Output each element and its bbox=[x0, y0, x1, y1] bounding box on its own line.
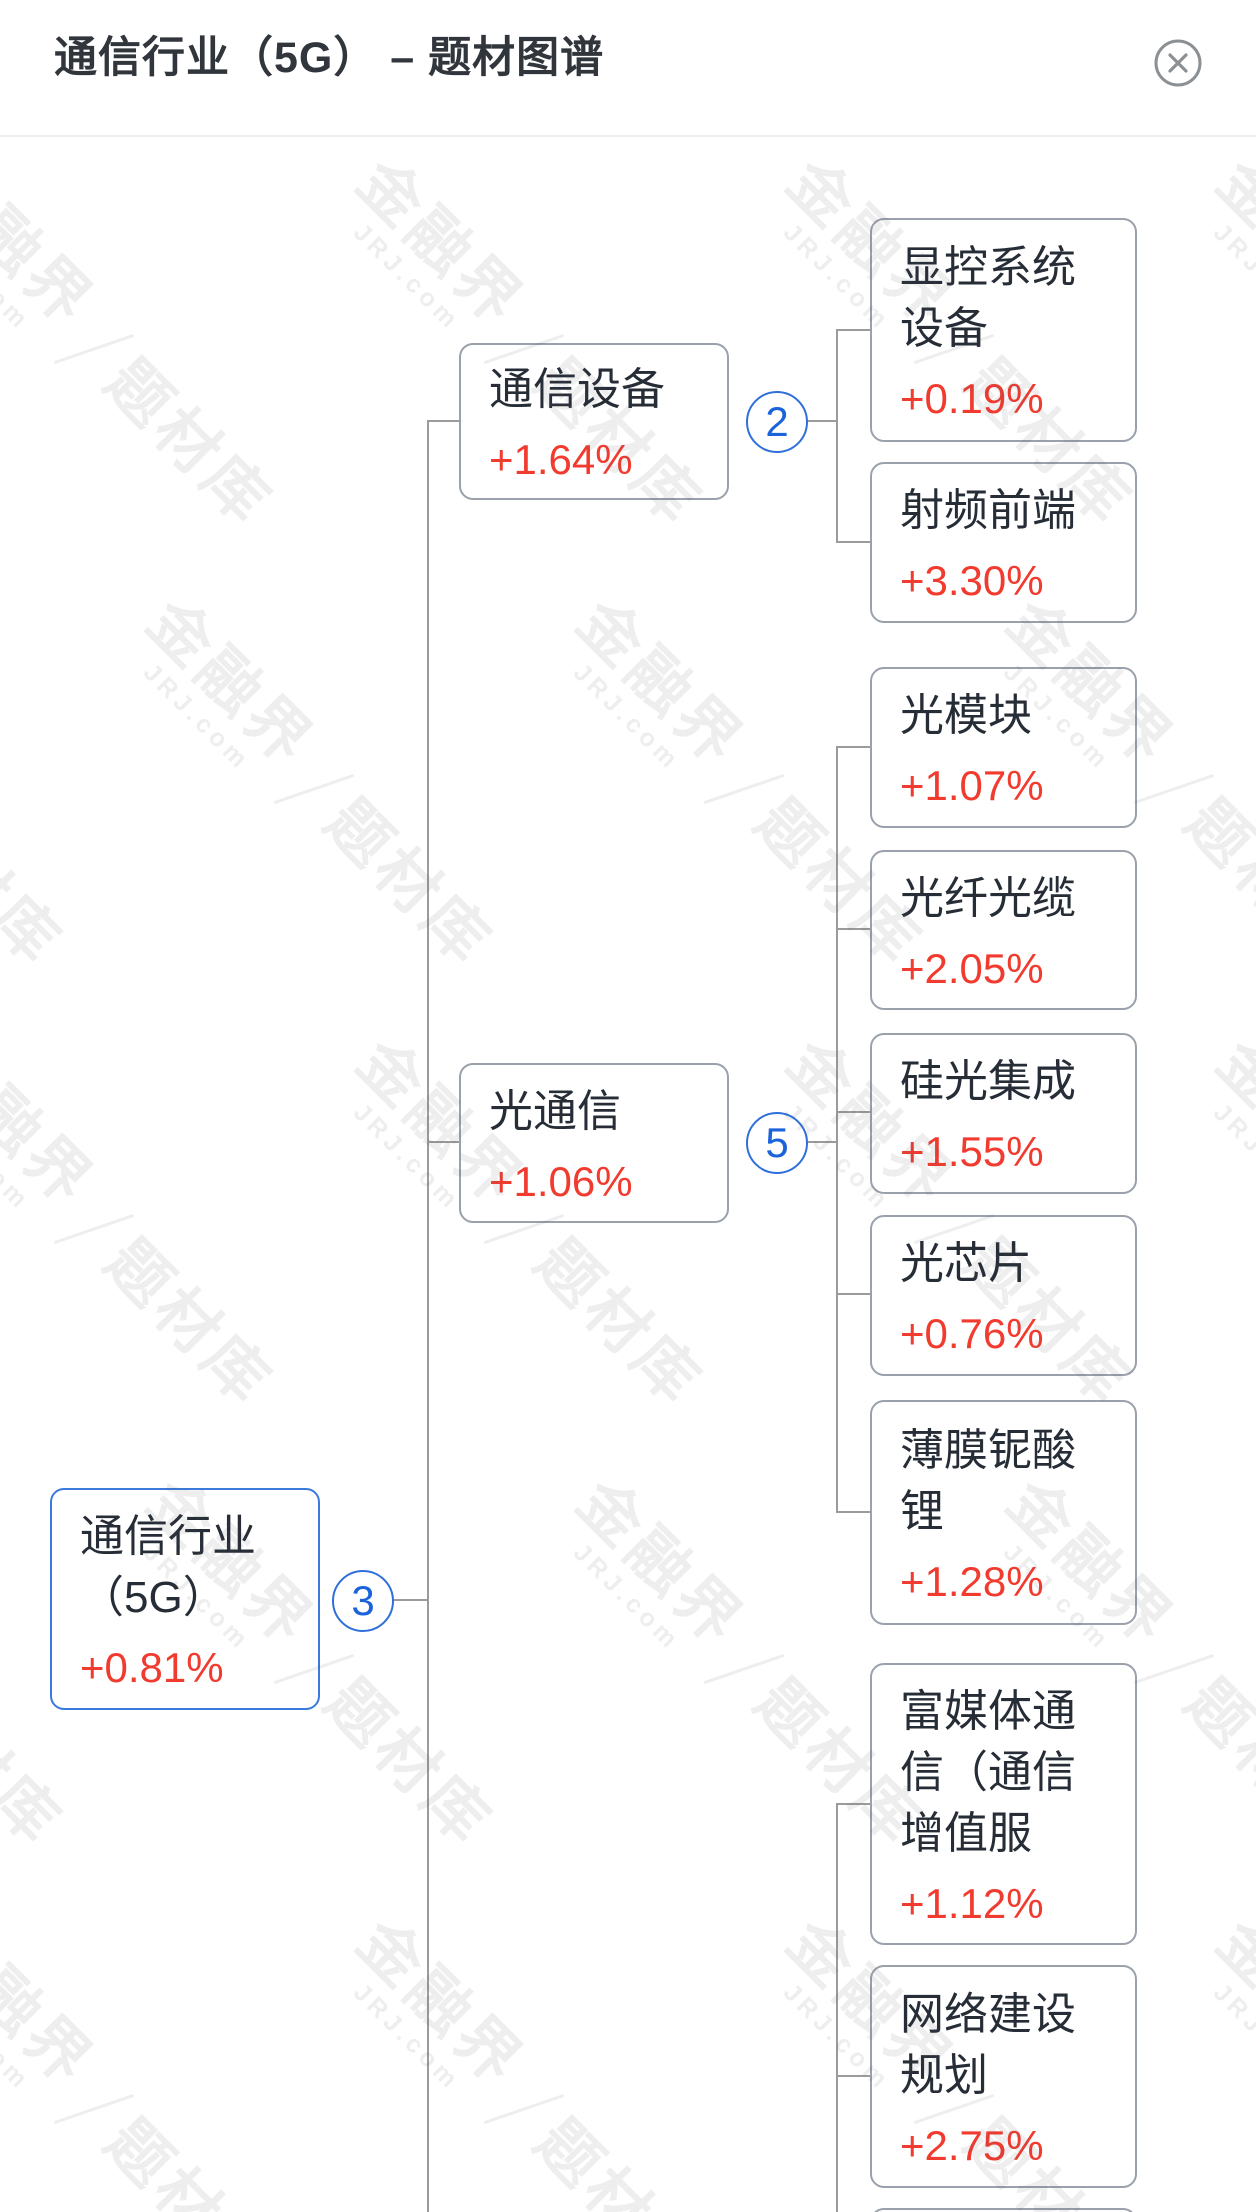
node-leaf-optical-chip[interactable]: 光芯片 +0.76% bbox=[870, 1215, 1137, 1376]
node-leaf-rf-frontend[interactable]: 射频前端 +3.30% bbox=[870, 462, 1137, 623]
node-name: 网络建设规划 bbox=[900, 1989, 1076, 2100]
node-branch-optical-comm[interactable]: 光通信 +1.06% bbox=[459, 1063, 729, 1223]
connector-line bbox=[836, 1111, 870, 1113]
node-change: +1.06% bbox=[489, 1157, 633, 1205]
connector-line bbox=[836, 1803, 870, 1805]
connector-line bbox=[836, 329, 870, 331]
node-change: +1.28% bbox=[900, 1557, 1044, 1605]
child-count-badge: 3 bbox=[332, 1570, 394, 1632]
node-leaf-network-construction[interactable]: 网络建设规划 +2.75% bbox=[870, 1965, 1137, 2188]
node-change: +3.30% bbox=[900, 557, 1044, 604]
node-name: 射频前端 bbox=[900, 486, 1076, 535]
connector-line bbox=[836, 928, 870, 930]
node-name: 薄膜铌酸锂 bbox=[900, 1425, 1076, 1536]
connector-line bbox=[836, 541, 870, 543]
node-change: +1.55% bbox=[900, 1128, 1044, 1175]
node-change: +0.76% bbox=[900, 1310, 1044, 1357]
node-name: 硅光集成 bbox=[900, 1057, 1076, 1106]
connector-line bbox=[427, 420, 461, 422]
node-leaf-optical-module[interactable]: 光模块 +1.07% bbox=[870, 667, 1137, 828]
node-leaf-fiber-cable[interactable]: 光纤光缆 +2.05% bbox=[870, 850, 1137, 1010]
connector-line bbox=[836, 2075, 870, 2077]
badge-number: 5 bbox=[765, 1119, 789, 1166]
connector-line bbox=[836, 1293, 870, 1295]
connector-line bbox=[836, 746, 838, 1513]
connector-line bbox=[808, 420, 838, 422]
node-change: +0.19% bbox=[900, 375, 1044, 422]
node-name: 通信行业（5G） bbox=[80, 1512, 256, 1622]
node-change: +2.75% bbox=[900, 2121, 1044, 2169]
node-change: +2.05% bbox=[900, 944, 1044, 992]
node-branch-telecom-equipment[interactable]: 通信设备 +1.64% bbox=[459, 343, 729, 500]
connector-line bbox=[836, 746, 870, 748]
connector-line bbox=[427, 1141, 461, 1143]
node-leaf-thin-film-lithium-niobate[interactable]: 薄膜铌酸锂 +1.28% bbox=[870, 1400, 1137, 1625]
node-leaf-rich-media-comm[interactable]: 富媒体通信（通信增值服 +1.12% bbox=[870, 1663, 1137, 1945]
node-leaf-silicon-photonics[interactable]: 硅光集成 +1.55% bbox=[870, 1033, 1137, 1194]
node-root-industry[interactable]: 通信行业（5G） +0.81% bbox=[50, 1488, 320, 1710]
node-leaf-partial[interactable] bbox=[870, 2208, 1137, 2212]
connector-line bbox=[394, 1599, 429, 1601]
connector-line bbox=[836, 1511, 870, 1513]
node-change: +1.12% bbox=[900, 1879, 1044, 1927]
node-name: 光芯片 bbox=[900, 1239, 1032, 1288]
header: 通信行业（5G） – 题材图谱 bbox=[0, 0, 1256, 137]
connector-line bbox=[808, 1141, 838, 1143]
badge-number: 2 bbox=[765, 398, 789, 445]
node-name: 显控系统设备 bbox=[900, 243, 1076, 353]
header-divider bbox=[0, 135, 1256, 137]
node-name: 通信设备 bbox=[489, 365, 665, 414]
node-name: 光纤光缆 bbox=[900, 873, 1076, 923]
page-title: 通信行业（5G） – 题材图谱 bbox=[54, 34, 605, 82]
badge-number: 3 bbox=[351, 1577, 375, 1624]
connector-line bbox=[427, 421, 429, 2212]
node-change: +0.81% bbox=[80, 1644, 224, 1691]
circle-x-icon bbox=[1152, 37, 1204, 89]
node-change: +1.07% bbox=[900, 762, 1044, 809]
node-name: 光通信 bbox=[489, 1086, 621, 1136]
node-change: +1.64% bbox=[489, 436, 633, 483]
close-button[interactable] bbox=[1152, 37, 1204, 89]
node-leaf-display-control[interactable]: 显控系统设备 +0.19% bbox=[870, 218, 1137, 442]
child-count-badge: 5 bbox=[746, 1112, 808, 1174]
node-name: 光模块 bbox=[900, 691, 1032, 740]
connector-line bbox=[836, 329, 838, 543]
node-name: 富媒体通信（通信增值服 bbox=[900, 1686, 1076, 1858]
child-count-badge: 2 bbox=[746, 391, 808, 453]
connector-line bbox=[836, 1803, 838, 2212]
